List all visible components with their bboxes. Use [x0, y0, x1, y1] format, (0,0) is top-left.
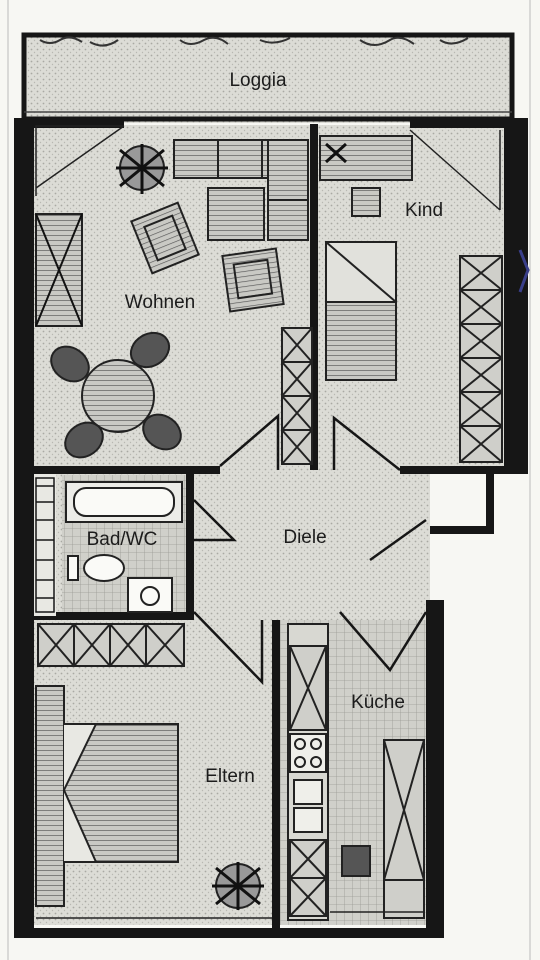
- room-label-bad: Bad/WC: [87, 529, 158, 550]
- wardrobe-icon: [459, 255, 503, 463]
- window-west-bad: [34, 474, 56, 616]
- armchair-icon: [221, 247, 285, 313]
- chair-icon: [341, 845, 371, 877]
- bed-icon: [325, 241, 397, 381]
- sofa-icon: [173, 139, 309, 241]
- room-label-kueche: Küche: [351, 692, 405, 713]
- wardrobe-icon: [383, 739, 425, 919]
- wall-north-b: [410, 120, 510, 128]
- plant-icon: [116, 144, 168, 194]
- wardrobe-icon: [289, 645, 327, 731]
- wardrobe-icon: [37, 623, 185, 667]
- wall-north-a: [34, 120, 124, 128]
- shelf-icon: [281, 327, 313, 465]
- edge-mark: [518, 249, 530, 293]
- wall-eltern-kueche: [272, 620, 280, 928]
- dining-table-icon: [50, 331, 182, 459]
- bed-icon: [35, 685, 179, 907]
- bad-furniture: [65, 481, 183, 613]
- wohnen-furniture: [35, 125, 313, 465]
- wall-kind-south: [400, 466, 510, 474]
- wall-wohnen-south: [34, 466, 220, 474]
- wall-east-lower: [426, 600, 444, 934]
- room-labels: Loggia Wohnen Kind Bad/WC Diele Küche El…: [87, 70, 443, 787]
- wall-west: [14, 118, 34, 938]
- wardrobe-icon: [289, 839, 327, 917]
- eltern-furniture: [35, 623, 272, 919]
- kueche-furniture: [287, 623, 425, 921]
- kind-furniture: [319, 129, 503, 463]
- sink-icon: [293, 779, 323, 833]
- loggia-floor: [24, 35, 512, 123]
- armchair-icon: [130, 201, 200, 275]
- room-label-diele: Diele: [283, 527, 326, 548]
- toilet-icon: [67, 554, 125, 582]
- loggia: [21, 32, 515, 122]
- stove-icon: [289, 733, 327, 773]
- wall-bad-south: [34, 612, 194, 620]
- plant-icon: [212, 862, 264, 910]
- sink-icon: [127, 577, 173, 613]
- bathtub-icon: [65, 481, 183, 523]
- door-swings: [193, 413, 480, 686]
- wall-bad-east: [186, 474, 194, 616]
- room-label-loggia: Loggia: [229, 70, 286, 91]
- wardrobe-icon: [35, 213, 83, 327]
- wall-diele-east-post: [486, 470, 494, 532]
- wall-east-upper: [504, 118, 528, 474]
- chair-icon: [351, 187, 381, 217]
- coffee-table-icon: [207, 187, 265, 241]
- room-label-eltern: Eltern: [205, 766, 255, 787]
- room-label-kind: Kind: [405, 200, 443, 221]
- wall-wohnen-kind: [310, 124, 318, 470]
- wall-south: [14, 928, 444, 938]
- desk-icon: [319, 135, 413, 181]
- room-label-wohnen: Wohnen: [125, 292, 195, 313]
